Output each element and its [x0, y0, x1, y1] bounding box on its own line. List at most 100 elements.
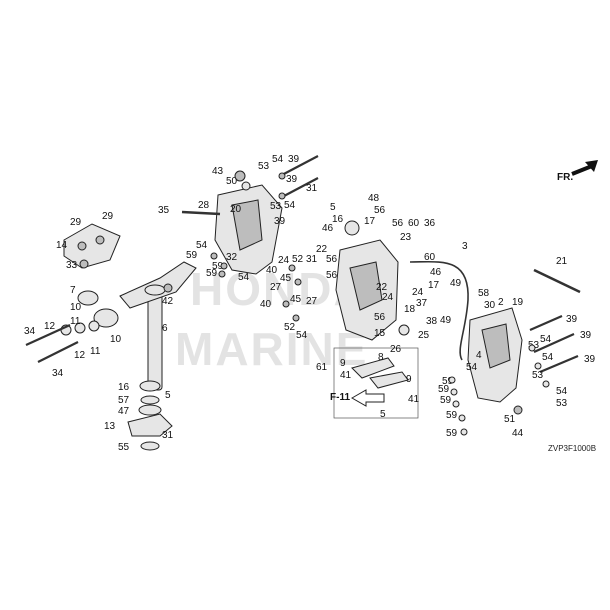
callout: 60 [424, 252, 436, 263]
callout: 18 [404, 304, 416, 315]
callout: 33 [66, 260, 78, 271]
callout: 4 [476, 350, 482, 361]
callout: 11 [90, 346, 101, 357]
callout: 19 [512, 297, 524, 308]
callout: 9 [340, 358, 346, 369]
callout: 38 [426, 316, 438, 327]
callout: 5 [165, 390, 171, 401]
steering-shaft-part [119, 261, 197, 391]
callout: 24 [278, 255, 290, 266]
callout: 10 [70, 302, 82, 313]
callout: 24 [412, 287, 424, 298]
callout: 16 [118, 382, 130, 393]
callout: 8 [378, 352, 384, 363]
callout: 39 [274, 216, 286, 227]
callout: 12 [74, 350, 86, 361]
callout: 52 [284, 322, 296, 333]
callout: 6 [162, 323, 168, 334]
callout: 59 [212, 261, 224, 272]
callout: 53 [270, 201, 282, 212]
callout: 56 [392, 218, 404, 229]
callout: 39 [286, 174, 298, 185]
callout: 56 [326, 254, 338, 265]
callout-labels: 2 3 4 5 5 5 6 7 8 9 9 10 10 11 11 12 12 … [24, 154, 596, 453]
callout: 22 [316, 244, 328, 255]
callout: 5 [380, 409, 386, 420]
callout: 39 [580, 330, 592, 341]
long-bolt-parts [25, 155, 581, 374]
callout: 17 [428, 280, 440, 291]
callout: 55 [118, 442, 130, 453]
callout: 28 [198, 200, 210, 211]
callout: 52 [292, 254, 304, 265]
direction-label: FR. [557, 172, 573, 183]
callout: 31 [162, 430, 174, 441]
callout: 30 [484, 300, 496, 311]
reference-label: F-11 [330, 392, 350, 403]
callout: 43 [212, 166, 224, 177]
callout: 46 [322, 223, 334, 234]
callout: 36 [424, 218, 436, 229]
callout: 14 [56, 240, 68, 251]
callout: 54 [466, 362, 478, 373]
callout: 44 [512, 428, 524, 439]
callout: 40 [260, 299, 272, 310]
callout: 31 [306, 254, 318, 265]
callout: 34 [52, 368, 64, 379]
callout: 34 [24, 326, 36, 337]
callout: 40 [266, 265, 278, 276]
callout: 25 [418, 330, 430, 341]
callout: 59 [442, 376, 454, 387]
callout: 60 [408, 218, 420, 229]
callout: 53 [258, 161, 270, 172]
bushing-parts [60, 290, 119, 336]
callout: 7 [70, 285, 76, 296]
callout: 45 [290, 294, 302, 305]
callout: 32 [226, 252, 238, 263]
callout: 39 [566, 314, 578, 325]
callout: 9 [406, 374, 412, 385]
callout: 45 [280, 273, 292, 284]
callout: 59 [186, 250, 198, 261]
callout: 54 [272, 154, 284, 165]
callout: 22 [376, 282, 388, 293]
callout: 27 [270, 282, 282, 293]
callout: 59 [446, 410, 458, 421]
callout: 54 [540, 334, 552, 345]
callout: 53 [532, 370, 544, 381]
callout: 15 [374, 328, 386, 339]
callout: 5 [330, 202, 336, 213]
callout: 29 [102, 211, 114, 222]
drawing-code: ZVP3F1000B [548, 444, 596, 453]
callout: 59 [440, 395, 452, 406]
fastener-parts [79, 170, 550, 436]
stern-bracket-right-part [467, 307, 523, 403]
callout: 56 [374, 205, 386, 216]
callout: 49 [450, 278, 462, 289]
callout: 17 [364, 216, 376, 227]
callout: 54 [556, 386, 568, 397]
callout: 41 [408, 394, 420, 405]
tilt-lever-group [333, 347, 419, 419]
callout: 39 [584, 354, 596, 365]
callout: 39 [288, 154, 300, 165]
callout: 41 [340, 370, 352, 381]
callout: 54 [196, 240, 208, 251]
callout: 61 [316, 362, 328, 373]
callout: 42 [162, 296, 174, 307]
callout: 11 [70, 316, 81, 327]
callout: 2 [498, 297, 504, 308]
callout: 20 [230, 204, 242, 215]
callout: 31 [306, 183, 318, 194]
callout: 54 [238, 272, 250, 283]
callout: 54 [284, 200, 296, 211]
callout: 13 [104, 421, 116, 432]
stern-bracket-part [335, 239, 399, 341]
front-direction-arrow-icon [571, 160, 598, 176]
callout: 23 [400, 232, 412, 243]
callout: 10 [110, 334, 122, 345]
callout: 26 [390, 344, 402, 355]
callout: 58 [478, 288, 490, 299]
callout: 56 [326, 270, 338, 281]
